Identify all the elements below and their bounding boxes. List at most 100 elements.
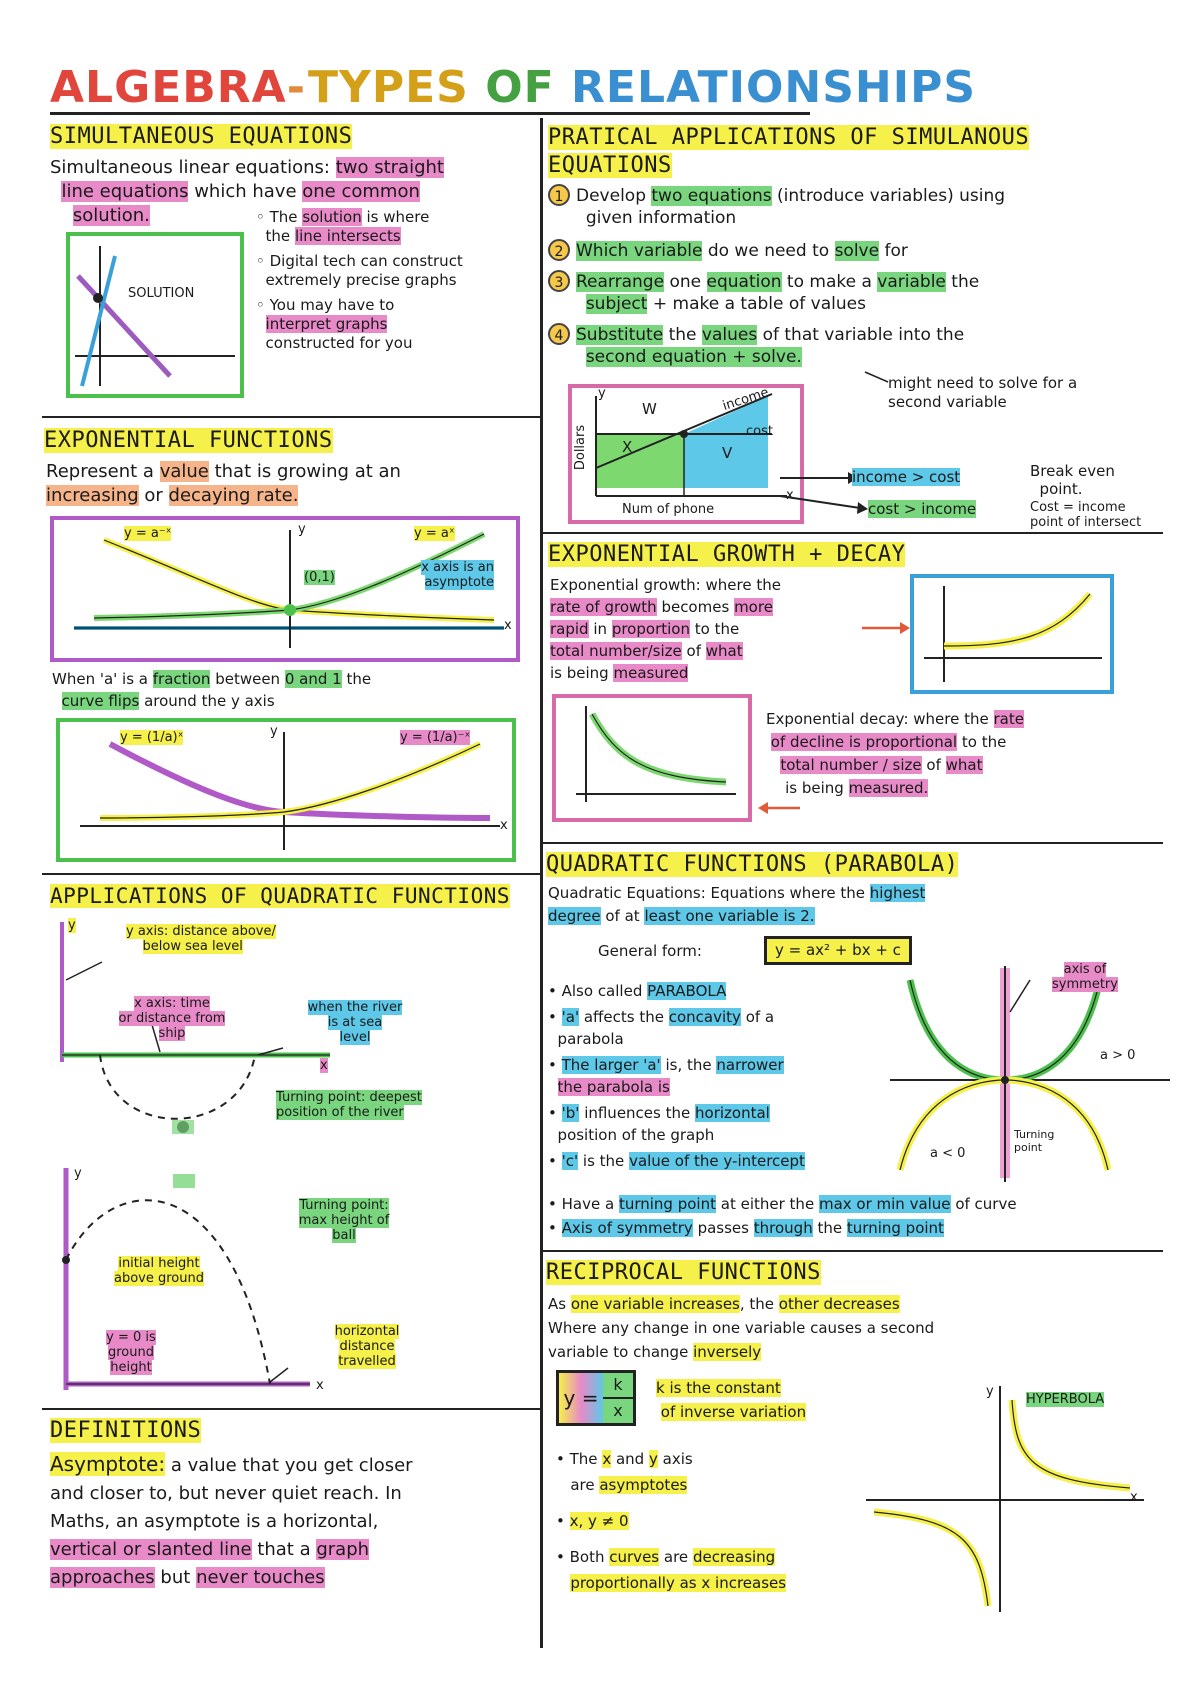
- river-y-axis-note: y axis: distance above/ below sea level: [126, 924, 276, 954]
- general-form-formula: y = ax² + bx + c: [764, 936, 912, 965]
- section-title-growth: EXPONENTIAL GROWTH + DECAY: [548, 542, 906, 567]
- exponential-graph-2: y = (1/a)ˣ y = (1/a)⁻ˣ y x: [56, 718, 516, 862]
- quadratic-desc: Quadratic Equations: Equations where the…: [548, 884, 926, 925]
- bullet: • The larger 'a' is, the narrower the pa…: [548, 1056, 784, 1096]
- parabola-graph: [890, 966, 1170, 1182]
- graph-label: y = a⁻ˣ: [124, 526, 172, 541]
- formula-y: y =: [559, 1373, 603, 1423]
- graph-asymptote-label: x axis is an asymptote: [421, 560, 494, 590]
- divider: [42, 1408, 540, 1410]
- graph-x-mark: X: [622, 438, 633, 456]
- parabola-turning-note: Turning point: [1014, 1128, 1055, 1154]
- break-even-graph-svg: [595, 393, 787, 497]
- decay-graph: [552, 694, 752, 822]
- definition-asymptote: Asymptote: a value that you get closer a…: [50, 1452, 413, 1588]
- hyperbola-y-label: y: [986, 1384, 994, 1399]
- graph-x-label: x: [786, 488, 794, 503]
- graph-label: y = (1/a)⁻ˣ: [400, 730, 471, 745]
- bullet: • 'a' affects the concavity of a parabol…: [548, 1008, 775, 1048]
- reciprocal-bullets: • The x and y axis are asymptotes • x, y…: [556, 1446, 936, 1596]
- break-even-graph: y Dollars W income cost X V Num of phone…: [568, 384, 804, 524]
- graph-w-label: W: [642, 400, 657, 418]
- general-form-label: General form:: [598, 942, 702, 960]
- river-y-label: y: [68, 918, 76, 933]
- graph-dollars-label: Dollars: [573, 424, 589, 471]
- simultaneous-graph-svg: [75, 246, 235, 387]
- column-divider: [540, 118, 543, 1648]
- reciprocal-formula: y = k x: [556, 1370, 636, 1426]
- quadratic-bullets-wide: • Have a turning point at either the max…: [548, 1192, 1160, 1240]
- section-title-quad-apps: APPLICATIONS OF QUADRATIC FUNCTIONS: [50, 884, 511, 908]
- parabola-a-negative: a < 0: [930, 1146, 966, 1161]
- decay-desc: Exponential decay: where the rate of dec…: [766, 710, 1024, 797]
- bullet: • The x and y axis are asymptotes: [556, 1450, 693, 1494]
- label-income-gt-cost: income > cost: [852, 468, 961, 486]
- bullet: • 'c' is the value of the y-intercept: [548, 1152, 805, 1170]
- bullet: ◦ You may have to interpret graphs const…: [256, 296, 413, 352]
- decay-graph-svg: [576, 706, 736, 802]
- title-underline: [50, 112, 810, 115]
- title-word: ALGEBRA: [50, 62, 287, 113]
- divider: [42, 873, 540, 875]
- divider: [543, 532, 1163, 534]
- reciprocal-k-note: k is the constant of inverse variation: [656, 1379, 807, 1421]
- graph-x-label: x: [504, 618, 512, 633]
- bullet: • x, y ≠ 0: [556, 1512, 629, 1530]
- simultaneous-bullets: ◦ The solution is where the line interse…: [256, 208, 538, 353]
- page-title: ALGEBRA-TYPES OF RELATIONSHIPS: [50, 62, 976, 113]
- solution-label: SOLUTION: [128, 286, 195, 301]
- graph-y-label: y: [298, 522, 306, 537]
- divider: [42, 416, 540, 418]
- reciprocal-desc: As one variable increases, the other dec…: [548, 1295, 935, 1361]
- hyperbola-x-label: x: [1130, 1490, 1138, 1505]
- graph-x-label: x: [500, 818, 508, 833]
- bullet: ◦ Digital tech can construct extremely p…: [256, 252, 463, 289]
- graph-cost-label: cost: [746, 424, 773, 439]
- graph-y-label: y: [270, 724, 278, 739]
- river-x-label: x: [320, 1058, 328, 1073]
- parabola-a-positive: a > 0: [1100, 1048, 1136, 1063]
- hyperbola-graph: [866, 1386, 1144, 1612]
- quadratic-bullets: • Also called PARABOLA • 'a' affects the…: [548, 980, 888, 1172]
- divider: [543, 1250, 1163, 1252]
- section-title-simultaneous: SIMULTANEOUS EQUATIONS: [50, 124, 353, 149]
- graph-label: y = (1/a)ˣ: [120, 730, 184, 745]
- graph-v-label: V: [722, 444, 733, 462]
- bullet: • 'b' influences the horizontal position…: [548, 1104, 770, 1144]
- title-word: RELATIONSHIPS: [571, 62, 977, 113]
- section-title-definitions: DEFINITIONS: [50, 1418, 202, 1443]
- exponential-graph-2-svg: [80, 732, 500, 850]
- graph-x-axis-label: Num of phone: [622, 502, 715, 517]
- title-word: OF: [485, 62, 555, 113]
- section-title-exponential: EXPONENTIAL FUNCTIONS: [44, 428, 333, 453]
- graph-point-label: (0,1): [304, 570, 335, 585]
- section-title-reciprocal: RECIPROCAL FUNCTIONS: [546, 1260, 821, 1285]
- formula-fraction: k x: [603, 1373, 633, 1423]
- growth-graph: [910, 574, 1114, 694]
- exponential-graph-1-svg: [74, 530, 504, 648]
- ball-x-label: x: [316, 1378, 324, 1393]
- title-dash: -: [286, 62, 306, 113]
- bullet: • Have a turning point at either the max…: [548, 1195, 1017, 1213]
- ball-y-label: y: [74, 1166, 82, 1181]
- exponential-desc: Represent a value that is growing at an …: [46, 461, 401, 506]
- simultaneous-graph: SOLUTION: [66, 232, 244, 398]
- exponential-flip-note: When 'a' is a fraction between 0 and 1 t…: [52, 670, 372, 710]
- bullet: ◦ The solution is where the line interse…: [256, 208, 430, 245]
- divider: [543, 842, 1163, 844]
- bullet: • Axis of symmetry passes through the tu…: [548, 1219, 944, 1237]
- simultaneous-intro: Simultaneous linear equations: two strai…: [50, 157, 444, 226]
- growth-desc: Exponential growth: where the rate of gr…: [550, 576, 781, 682]
- hyperbola-label: HYPERBOLA: [1026, 1392, 1105, 1407]
- practical-note: might need to solve for a second variabl…: [888, 374, 1078, 411]
